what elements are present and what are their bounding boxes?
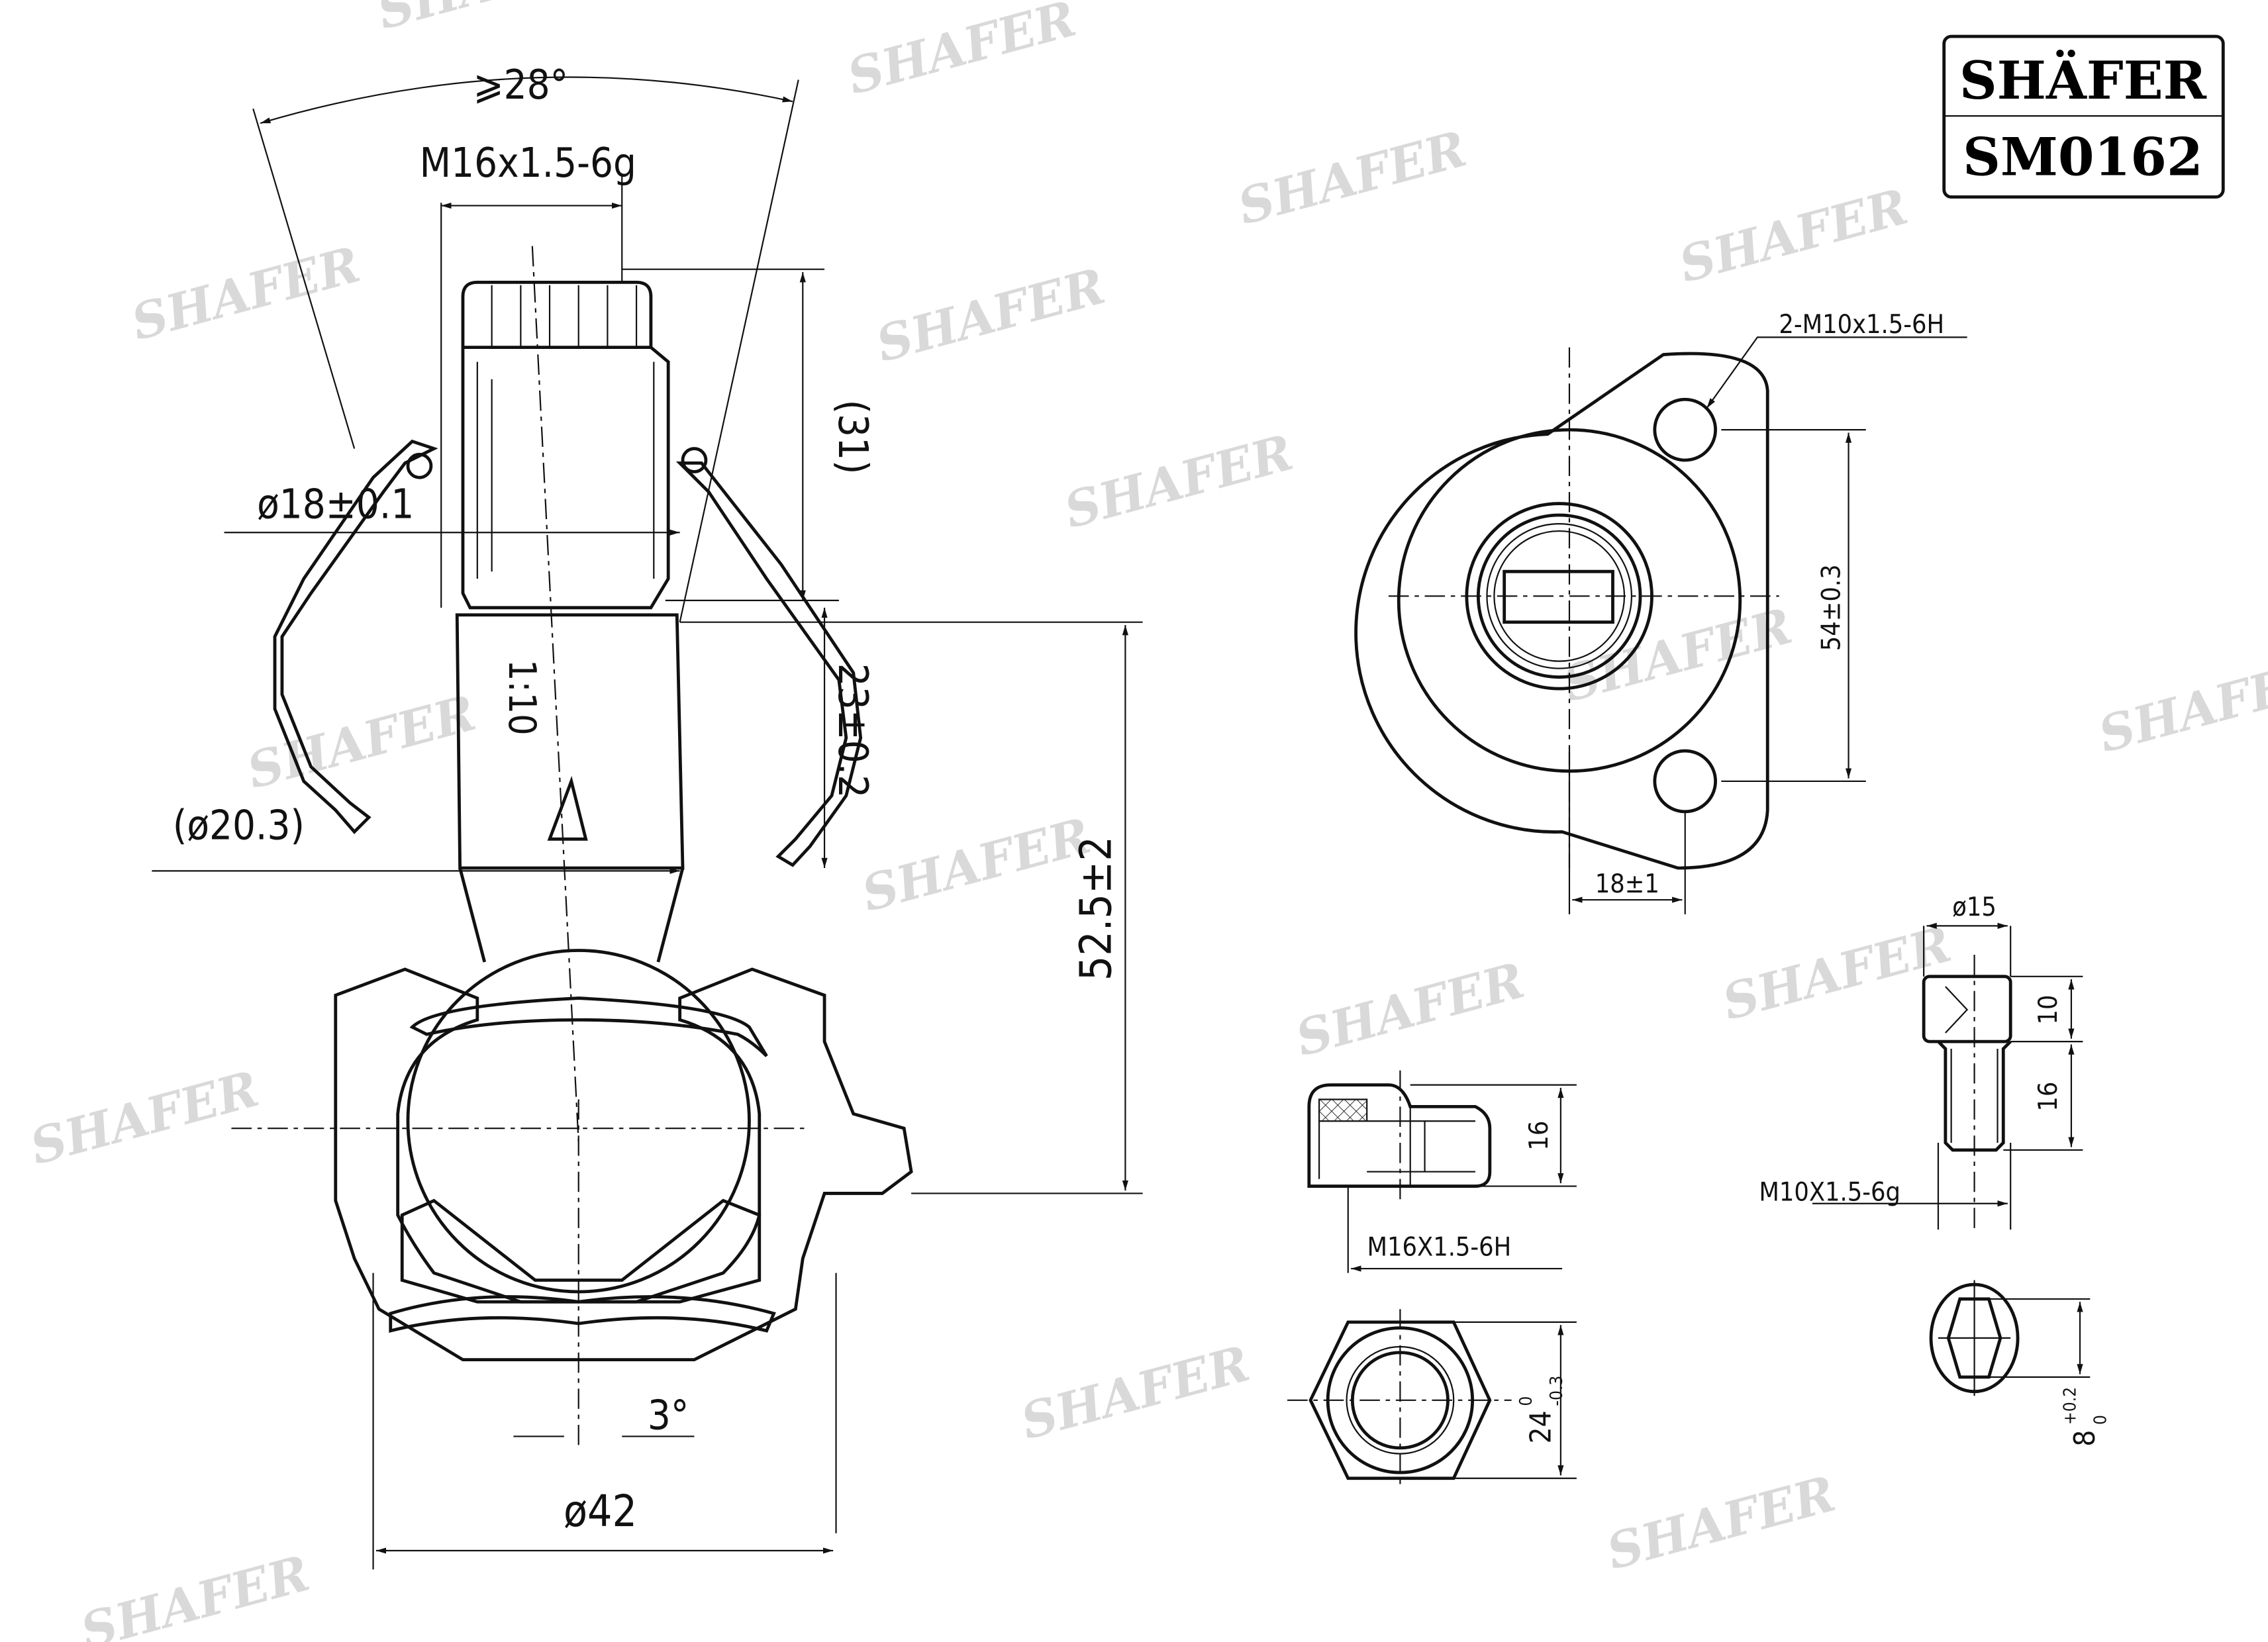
hex-socket-tol-lower: 0 (2091, 1415, 2110, 1425)
taper-length-label: 23±0.2 (829, 663, 876, 798)
brand-name: SHÄFER (1959, 50, 2207, 111)
hex-socket-label: 8 (2068, 1430, 2102, 1447)
main-dimension-lines (152, 76, 1143, 1570)
svg-text:SHAFER: SHAFER (1058, 423, 1299, 540)
watermarks: SHAFER SHAFER SHAFER SHAFER SHAFER SHAFE… (24, 0, 2268, 1642)
flange-top-view: 2-M10x1.5-6H 54±0.3 18±1 (1354, 310, 1967, 914)
across-flats-label: 24 (1524, 1410, 1558, 1443)
nut-thread-label: M16X1.5-6H (1367, 1232, 1512, 1262)
hole-spacing-label: 54±0.3 (1816, 564, 1846, 651)
svg-text:SHAFER: SHAFER (1290, 951, 1530, 1067)
head-height-label: 10 (2034, 995, 2063, 1025)
svg-text:SHAFER: SHAFER (856, 806, 1096, 923)
svg-text:SHAFER: SHAFER (842, 0, 1082, 106)
svg-text:SHAFER: SHAFER (75, 1544, 315, 1642)
offset-label: 18±1 (1595, 869, 1659, 899)
brand-logo: SHÄFER SM0162 (1942, 34, 2225, 199)
angle-label: ⩾28° (473, 62, 569, 109)
stud-thread-label: M16x1.5-6g (420, 140, 636, 187)
svg-text:SHAFER: SHAFER (1673, 177, 1914, 294)
tilt-angle-label: 3° (648, 1392, 689, 1439)
hex-socket-tol-upper: +0.2 (2060, 1387, 2080, 1425)
bolt-views: ø15 10 16 M10X1.5-6g 8 +0.2 0 (1759, 893, 2110, 1447)
svg-text:SHAFER: SHAFER (1716, 915, 1957, 1032)
svg-text:SHAFER: SHAFER (241, 683, 481, 800)
stud-diameter-label: ø18±0.1 (257, 481, 414, 528)
svg-text:SHAFER: SHAFER (24, 1059, 264, 1176)
nut-height-label: 16 (1524, 1121, 1554, 1151)
svg-text:SHAFER: SHAFER (371, 0, 612, 40)
svg-text:SHAFER: SHAFER (1015, 1334, 1256, 1451)
svg-text:SHAFER: SHAFER (870, 257, 1110, 373)
part-number: SM0162 (1963, 126, 2203, 188)
svg-text:SHAFER: SHAFER (2093, 647, 2268, 763)
svg-text:SHAFER: SHAFER (1232, 119, 1472, 236)
svg-text:SHAFER: SHAFER (125, 235, 366, 352)
bolt-thread-label: M10X1.5-6g (1759, 1177, 1900, 1207)
taper-label: 1:10 (500, 659, 544, 736)
hole-thread-label: 2-M10x1.5-6H (1779, 310, 1944, 340)
head-diameter-label: ø15 (1952, 893, 1997, 922)
af-tol-upper: 0 (1516, 1396, 1536, 1406)
thread-length-label: (31) (829, 400, 876, 475)
height-label: 52.5±2 (1071, 836, 1122, 981)
svg-text:SHAFER: SHAFER (1557, 597, 1798, 713)
shank-length-label: 16 (2034, 1082, 2063, 1112)
housing-diameter-label: ø42 (564, 1486, 637, 1537)
svg-text:SHAFER: SHAFER (1601, 1465, 1841, 1581)
main-dimension-labels: ⩾28° M16x1.5-6g ø18±0.1 (31) 1:10 23±0.2… (173, 62, 1122, 1537)
nut-views: 16 M16X1.5-6H 24 0 -0.3 (1287, 1070, 1577, 1490)
taper-diameter-label: (ø20.3) (173, 802, 305, 849)
ball-joint-section (231, 246, 913, 1447)
af-tol-lower: -0.3 (1547, 1376, 1567, 1406)
